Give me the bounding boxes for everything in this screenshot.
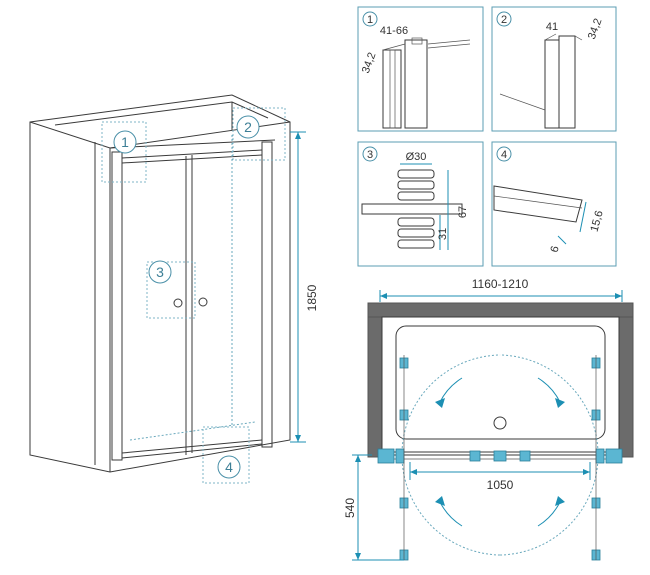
callout-3-box	[146, 261, 196, 319]
panel-4-dim-a: 15,6	[589, 209, 606, 233]
handle-plan-left	[469, 450, 481, 462]
callout-1-circle	[113, 130, 137, 154]
plan-view: 1160-1210	[343, 277, 634, 561]
detail-panel-3: 3 Ø30 67 31	[357, 141, 484, 267]
panel-4-dim-b: 6	[549, 245, 562, 254]
height-label: 1850	[305, 284, 319, 311]
panel-2-number: 2	[501, 14, 507, 26]
callout-4-circle	[217, 455, 241, 479]
enclosure-outline	[29, 94, 291, 473]
hinge-left	[377, 448, 395, 464]
width-label: 1160-1210	[472, 277, 529, 291]
depth-label: 540	[343, 498, 357, 518]
callout-4-box	[202, 426, 250, 484]
handle-plan-right	[519, 450, 531, 462]
panel-1-dim-a: 41-66	[380, 25, 408, 37]
tray-inner	[395, 325, 606, 440]
enclosure-3d-view: 1 2 3 4 1850	[29, 94, 319, 484]
detail-panel-4: 4 15,6 6	[491, 141, 617, 267]
back-wall	[367, 302, 634, 318]
detail-panel-2: 2 41 34,2	[491, 6, 617, 132]
drain	[493, 416, 507, 430]
panel-2-dim-a: 41	[546, 21, 558, 33]
panel-3-dim-a: Ø30	[406, 151, 427, 163]
callout-3-label: 3	[156, 264, 164, 280]
callout-3-circle	[148, 260, 172, 284]
right-profile	[261, 141, 273, 448]
opening-label: 1050	[487, 478, 514, 492]
hinge-right	[605, 448, 623, 464]
panel-4-number: 4	[501, 149, 507, 161]
panel-3-dim-b: 67	[457, 206, 469, 218]
callout-1-box	[101, 121, 147, 183]
handle-right	[198, 297, 208, 307]
callout-2-circle	[236, 115, 260, 139]
detail-panel-1: 1 41-66 34,2	[357, 6, 484, 132]
panel-3-number: 3	[367, 149, 373, 161]
callout-2-label: 2	[244, 119, 252, 135]
shower-tray	[381, 316, 620, 453]
right-wall	[618, 316, 634, 458]
callout-1-label: 1	[121, 134, 129, 150]
left-profile	[111, 151, 123, 461]
callout-4-label: 4	[225, 459, 233, 475]
panel-3-dim-c: 31	[437, 228, 449, 240]
callout-2-box	[232, 107, 286, 161]
panel-1-number: 1	[367, 14, 373, 26]
handle-left	[173, 298, 183, 308]
left-wall	[367, 316, 383, 458]
